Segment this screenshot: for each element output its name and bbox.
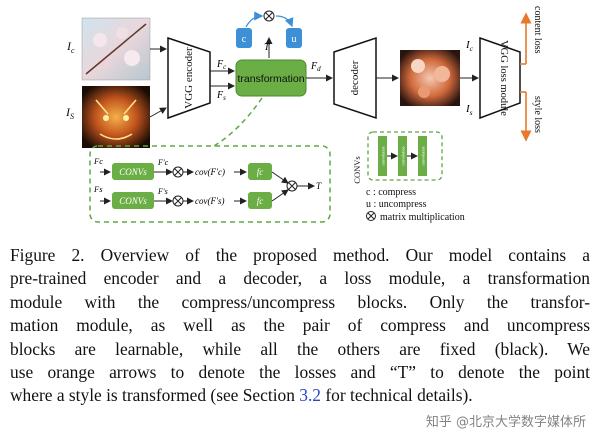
transformation-label: transformation — [237, 73, 304, 85]
caption-line: mation module, as well as the pair of co… — [10, 315, 590, 336]
caption-line: pre-trained encoder and a decoder, a los… — [10, 268, 590, 289]
vgg-encoder-block — [167, 36, 211, 120]
svg-text:convolution: convolution — [401, 146, 406, 165]
detail-fs-input: Fs — [93, 184, 103, 194]
svg-text:CONVs: CONVs — [352, 156, 362, 183]
uncompress-block — [286, 28, 302, 48]
svg-text:CONVs: CONVs — [119, 196, 147, 206]
figure-caption: Figure 2. Overview of the proposed metho… — [10, 244, 590, 408]
section-reference-link[interactable]: 3.2 — [299, 385, 322, 406]
svg-text:convolution: convolution — [381, 146, 386, 165]
compress-block — [236, 28, 252, 48]
style-loss-label: style loss — [532, 96, 543, 133]
decoder-label: decoder — [349, 60, 361, 95]
caption-last-line: where a style is transformed (see Sectio… — [10, 385, 473, 406]
caption-line: Figure 2. Overview of the proposed metho… — [10, 245, 590, 265]
vgg-loss-module-label: VGG loss module — [498, 40, 509, 116]
detail-fc-prime: F′c — [157, 158, 169, 167]
output-content-label: Ic — [465, 39, 474, 53]
method-overview-figure: Ic IS VGG encoder Fc Fs transformation c… — [65, 6, 543, 223]
svg-text:fc: fc — [257, 167, 264, 177]
content-image — [81, 17, 151, 81]
caption-line: module with the compress/uncompress bloc… — [10, 291, 590, 312]
svg-text:fc: fc — [257, 196, 264, 206]
decoder-block — [333, 36, 377, 120]
cov-style-label: cov(F′s) — [195, 196, 224, 206]
vgg-encoder-label: VGG encoder — [183, 47, 195, 109]
fc-block-style — [248, 192, 272, 209]
detail-fs-prime: F′s — [157, 187, 168, 196]
caption-line: blocks are learnable, while all the othe… — [10, 338, 590, 359]
legend-matrix-multiplication: matrix multiplication — [380, 212, 465, 223]
t-label: T — [264, 42, 271, 53]
cov-content-label: cov(F′c) — [195, 167, 225, 177]
content-input-label: Ic — [66, 39, 75, 55]
fc-label: Fc — [216, 59, 227, 71]
svg-text:convolution: convolution — [421, 146, 426, 165]
legend-uncompress: u : uncompress — [366, 199, 427, 210]
style-image — [82, 86, 150, 148]
uncompress-label: u — [292, 34, 297, 45]
detail-fc-input: Fc — [93, 156, 103, 166]
zhihu-watermark: 知乎 @北京大学数字媒体所 — [425, 415, 586, 430]
fs-label: Fs — [216, 90, 226, 102]
legend-compress: c : compress — [366, 187, 416, 198]
style-input-label: IS — [65, 105, 74, 121]
transformation-detail-box — [89, 145, 331, 223]
output-style-label: Is — [465, 103, 473, 117]
convs-block-style — [112, 192, 154, 209]
caption-line: use orange arrows to denote the losses a… — [10, 362, 590, 383]
detail-output-t: T — [316, 181, 322, 191]
convs-block-content — [112, 163, 154, 180]
stylized-output-image — [400, 50, 460, 106]
compress-label: c — [242, 34, 247, 45]
content-loss-label: content loss — [532, 6, 543, 54]
legend: CONVs convolution convolution convolutio… — [352, 131, 465, 223]
svg-text:CONVs: CONVs — [119, 167, 147, 177]
vgg-loss-module-block — [479, 36, 521, 120]
fc-block-content — [248, 163, 272, 180]
fd-label: Fd — [310, 61, 321, 73]
